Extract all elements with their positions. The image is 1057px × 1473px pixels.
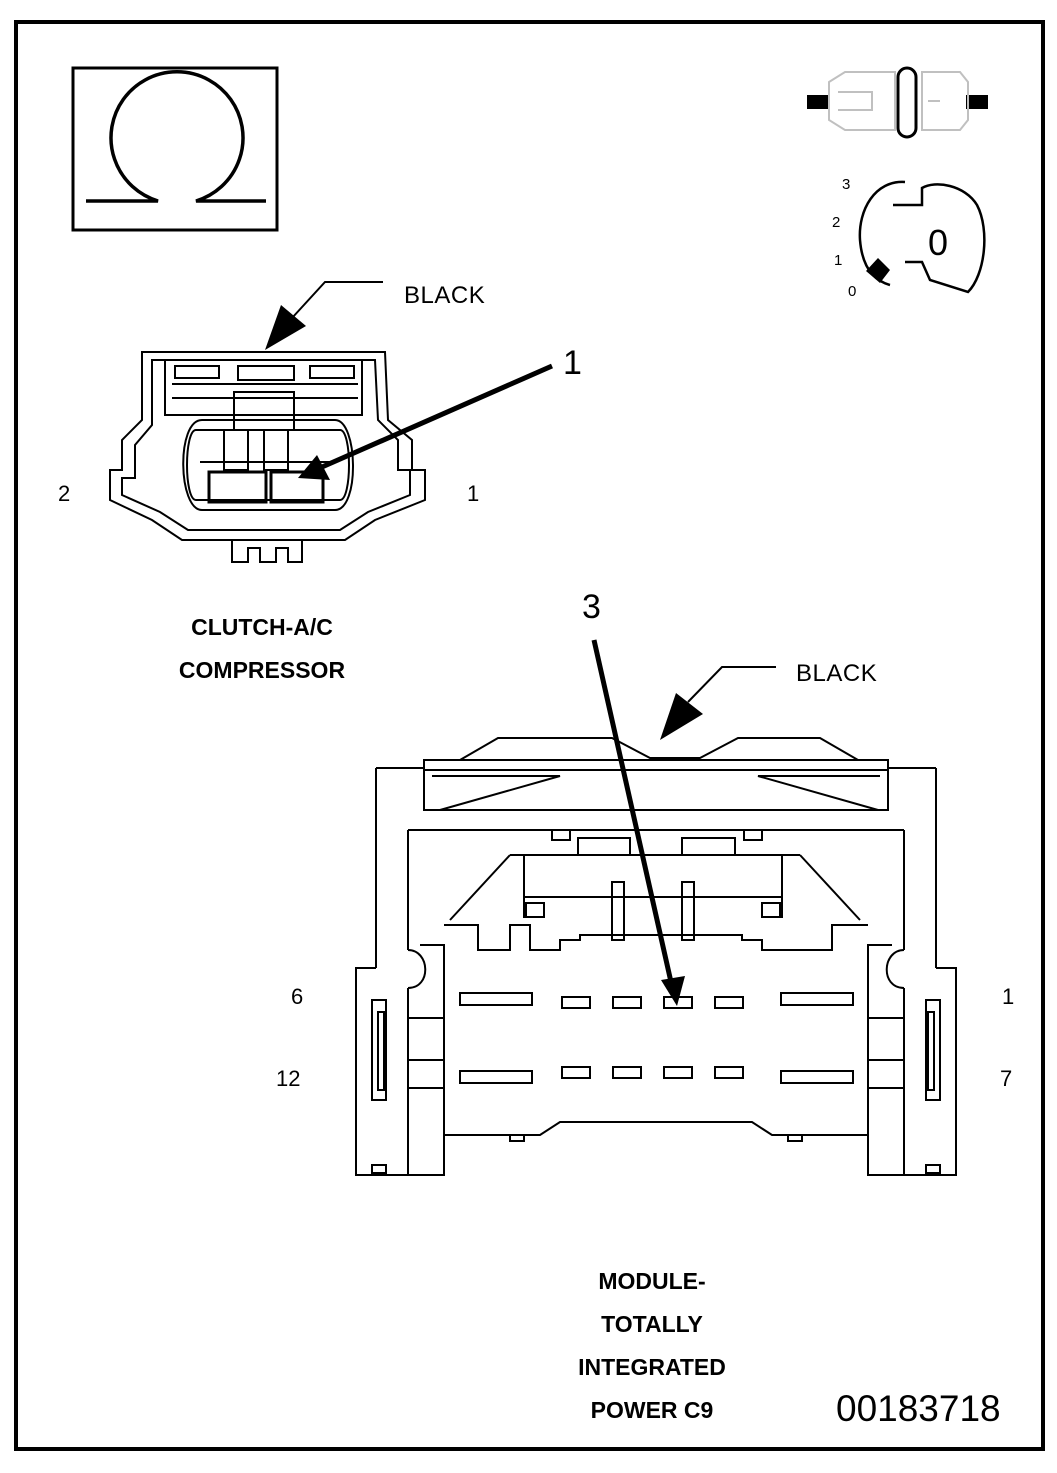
clutch-color-label: BLACK: [404, 282, 486, 309]
ignition-position-0: 0: [848, 283, 857, 300]
clutch-title-line-2: COMPRESSOR: [178, 657, 346, 683]
callout-1-label: 1: [563, 344, 582, 382]
module-title-line-1: MODULE-: [598, 1268, 706, 1294]
ignition-position-1: 1: [834, 252, 843, 269]
callout-3-arrow: [591, 639, 685, 1006]
clutch-connector-drawing: [109, 351, 426, 563]
module-title-line-2: TOTALLY: [601, 1311, 703, 1337]
module-pin-12-label: 12: [276, 1066, 301, 1091]
clutch-connector-title: CLUTCH-A/C COMPRESSOR: [142, 606, 382, 692]
callout-3-label: 3: [582, 588, 601, 626]
figure-number: 00183718: [836, 1388, 1001, 1429]
module-pin-1-label: 1: [1002, 984, 1015, 1009]
ignition-key-icon: [858, 180, 986, 294]
callout-1-arrow: [298, 363, 554, 480]
ignition-position-2: 2: [832, 214, 841, 231]
ignition-position-3: 3: [842, 176, 851, 193]
module-pin-6-label: 6: [291, 984, 304, 1009]
clutch-pin-2-label: 2: [58, 481, 71, 506]
module-title-line-4: POWER C9: [590, 1397, 714, 1423]
module-connector-title: MODULE- TOTALLY INTEGRATED POWER C9: [532, 1260, 772, 1432]
module-pin-7-label: 7: [1000, 1066, 1013, 1091]
module-color-leader: [660, 666, 776, 740]
ohm-symbol-icon: [71, 66, 279, 232]
module-connector-drawing: [355, 737, 957, 1176]
diagram-frame: [14, 20, 1045, 1451]
module-color-label: BLACK: [796, 660, 878, 687]
disconnected-connector-icon: [807, 66, 988, 139]
clutch-color-leader: [265, 281, 383, 350]
clutch-title-line-1: CLUTCH-A/C: [191, 614, 333, 640]
clutch-pin-1-label: 1: [467, 481, 480, 506]
module-title-line-3: INTEGRATED: [578, 1354, 726, 1380]
ignition-key-label: 0: [928, 222, 949, 263]
